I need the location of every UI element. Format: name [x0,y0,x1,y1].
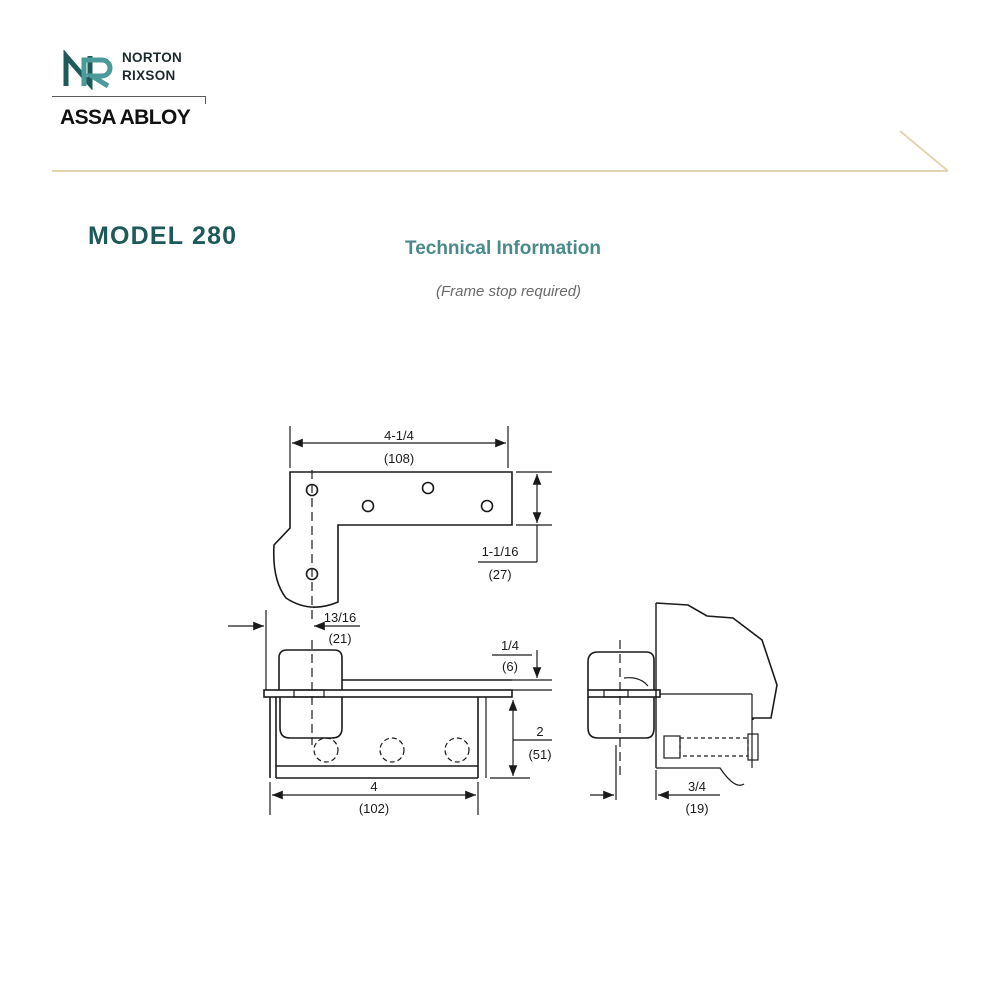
brand-name-line1: NORTON [122,50,183,65]
dimension-arm-depth: 1-1/16 (27) [478,471,552,582]
dimension-pivot-offset: 13/16 (21) [228,610,360,690]
dim-plate-thickness-label: 1/4 [501,638,519,653]
dim-body-length-label: 4 [370,779,377,794]
brand-divider-tick [205,96,206,104]
frame-stop-note: (Frame stop required) [436,283,582,300]
dim-pivot-offset-mm: (21) [328,631,351,646]
dim-frame-offset-mm: (19) [685,801,708,816]
section-title: Technical Information [405,238,602,259]
front-elevation [263,640,513,779]
dim-arm-depth-mm: (27) [488,567,511,582]
dim-frame-offset-label: 3/4 [688,779,706,794]
dim-plate-thickness-mm: (6) [502,659,518,674]
dimension-top-width: 4-1/4 (108) [289,426,509,468]
dimension-plate-thickness: 1/4 (6) [492,638,552,691]
dim-body-length-mm: (102) [359,801,389,816]
nr-logo-icon: NR [63,50,113,90]
top-arm-plate [272,470,513,620]
model-title: MODEL 280 [88,222,238,250]
dim-top-width-mm: (108) [384,451,414,466]
dimension-frame-offset: 3/4 (19) [590,745,720,816]
parent-brand: ASSA ABLOY [60,106,191,129]
dim-top-width-label: 4-1/4 [384,428,414,443]
dim-pivot-offset-label: 13/16 [324,610,357,625]
side-elevation [587,602,778,786]
brand-divider [52,96,206,97]
brand-name-line2: RIXSON [122,68,176,83]
dim-body-depth-mm: (51) [528,747,551,762]
dimension-body-depth: 2 (51) [490,700,552,779]
dim-arm-depth-label: 1-1/16 [482,544,519,559]
dimension-body-length: 4 (102) [269,779,479,816]
dim-body-depth-label: 2 [536,724,543,739]
header-rule [52,130,949,172]
